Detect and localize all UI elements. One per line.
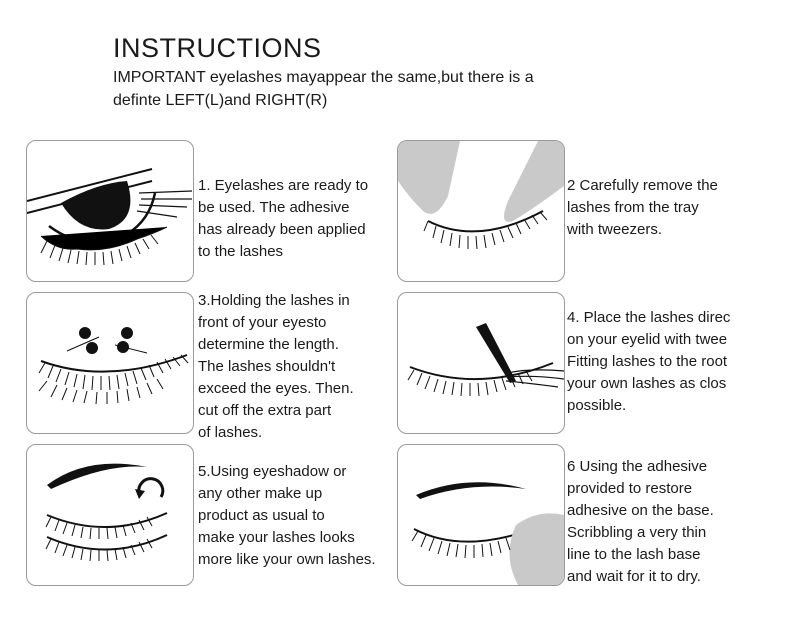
step-4-text: 4. Place the lashes direc on your eyelid… xyxy=(567,309,731,414)
step-1-illustration xyxy=(26,140,194,282)
adhesive-icon xyxy=(411,482,564,585)
important-note: IMPORTANT eyelashes mayappear the same,b… xyxy=(113,69,534,109)
eyeshadow-icon xyxy=(45,463,168,562)
tweezers-icon xyxy=(398,141,564,250)
step-3-illustration xyxy=(26,292,194,434)
step-2-illustration xyxy=(397,140,565,282)
step-5-illustration xyxy=(26,444,194,586)
step-6-illustration xyxy=(397,444,565,586)
lash-tray-icon xyxy=(27,168,193,266)
page-title: INSTRUCTIONS xyxy=(113,33,322,63)
step-2-text: 2 Carefully remove the lashes from the t… xyxy=(567,177,718,238)
step-1-text: 1. Eyelashes are ready to be used. The a… xyxy=(198,177,369,260)
step-4-illustration xyxy=(397,292,565,434)
step-6-text: 6 Using the adhesive provided to restore… xyxy=(567,458,714,585)
apply-lashes-icon xyxy=(407,323,564,397)
step-5-text: 5.Using eyeshadow or any other make up p… xyxy=(198,463,376,568)
step-3-text: 3.Holding the lashes in front of your ey… xyxy=(198,292,354,441)
measure-lashes-icon xyxy=(38,327,189,405)
